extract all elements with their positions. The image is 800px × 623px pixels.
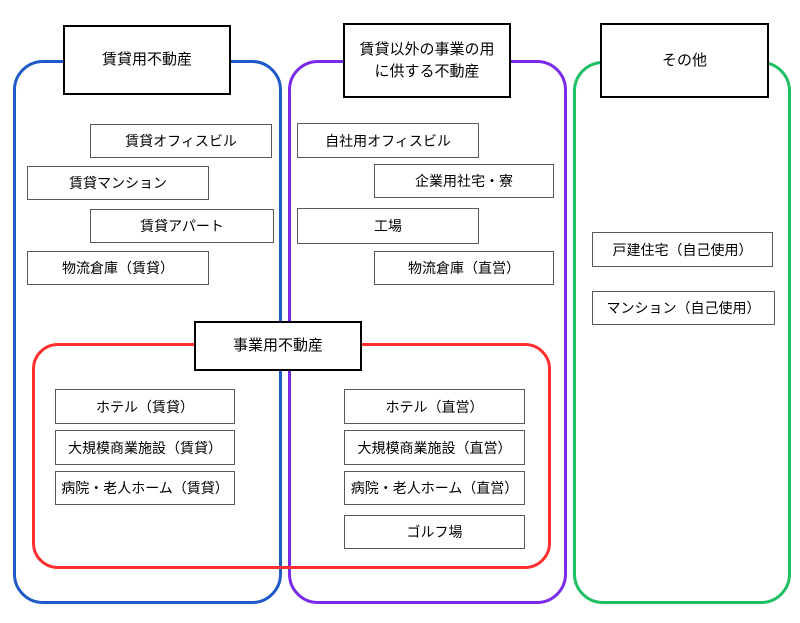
label-factory: 工場 (297, 208, 479, 244)
label-large-commercial-facility-rental: 大規模商業施設（賃貸） (55, 430, 235, 465)
label-hotel-direct: ホテル（直営） (344, 389, 525, 424)
non-rental-group-title: 賃貸以外の事業の用 に供する不動産 (343, 23, 511, 98)
rental-group-title-text: 賃貸用不動産 (101, 50, 192, 69)
label-logistics-warehouse-direct: 物流倉庫（直営） (374, 251, 554, 285)
label-hospital-nursing-home-direct: 病院・老人ホーム（直営） (344, 471, 525, 505)
non-rental-title-line1: 賃貸以外の事業の用 (359, 39, 495, 58)
label-hospital-nursing-home-rental: 病院・老人ホーム（賃貸） (55, 471, 235, 505)
label-hotel-rental: ホテル（賃貸） (55, 389, 235, 424)
label-own-use-office-building: 自社用オフィスビル (297, 123, 479, 158)
label-rental-mansion: 賃貸マンション (27, 166, 209, 200)
label-logistics-warehouse-rental: 物流倉庫（賃貸） (27, 251, 209, 285)
business-group-title: 事業用不動産 (194, 321, 362, 371)
label-mansion-own-use: マンション（自己使用） (592, 291, 775, 325)
label-large-commercial-facility-direct: 大規模商業施設（直営） (344, 430, 525, 465)
rental-group-title: 賃貸用不動産 (63, 25, 231, 95)
label-company-housing-dormitory: 企業用社宅・寮 (374, 164, 554, 198)
other-group-outline (573, 61, 791, 604)
other-group-title: その他 (600, 23, 769, 98)
non-rental-title-line2: に供する不動産 (374, 61, 480, 80)
label-golf-course: ゴルフ場 (344, 515, 525, 549)
label-rental-office-building: 賃貸オフィスビル (90, 124, 272, 158)
label-rental-apartment: 賃貸アパート (90, 209, 274, 243)
other-group-title-text: その他 (661, 50, 707, 69)
non-rental-group-title-text: 賃貸以外の事業の用 に供する不動産 (359, 39, 494, 83)
business-group-title-text: 事業用不動産 (232, 336, 323, 355)
label-detached-house-own-use: 戸建住宅（自己使用） (592, 232, 773, 267)
